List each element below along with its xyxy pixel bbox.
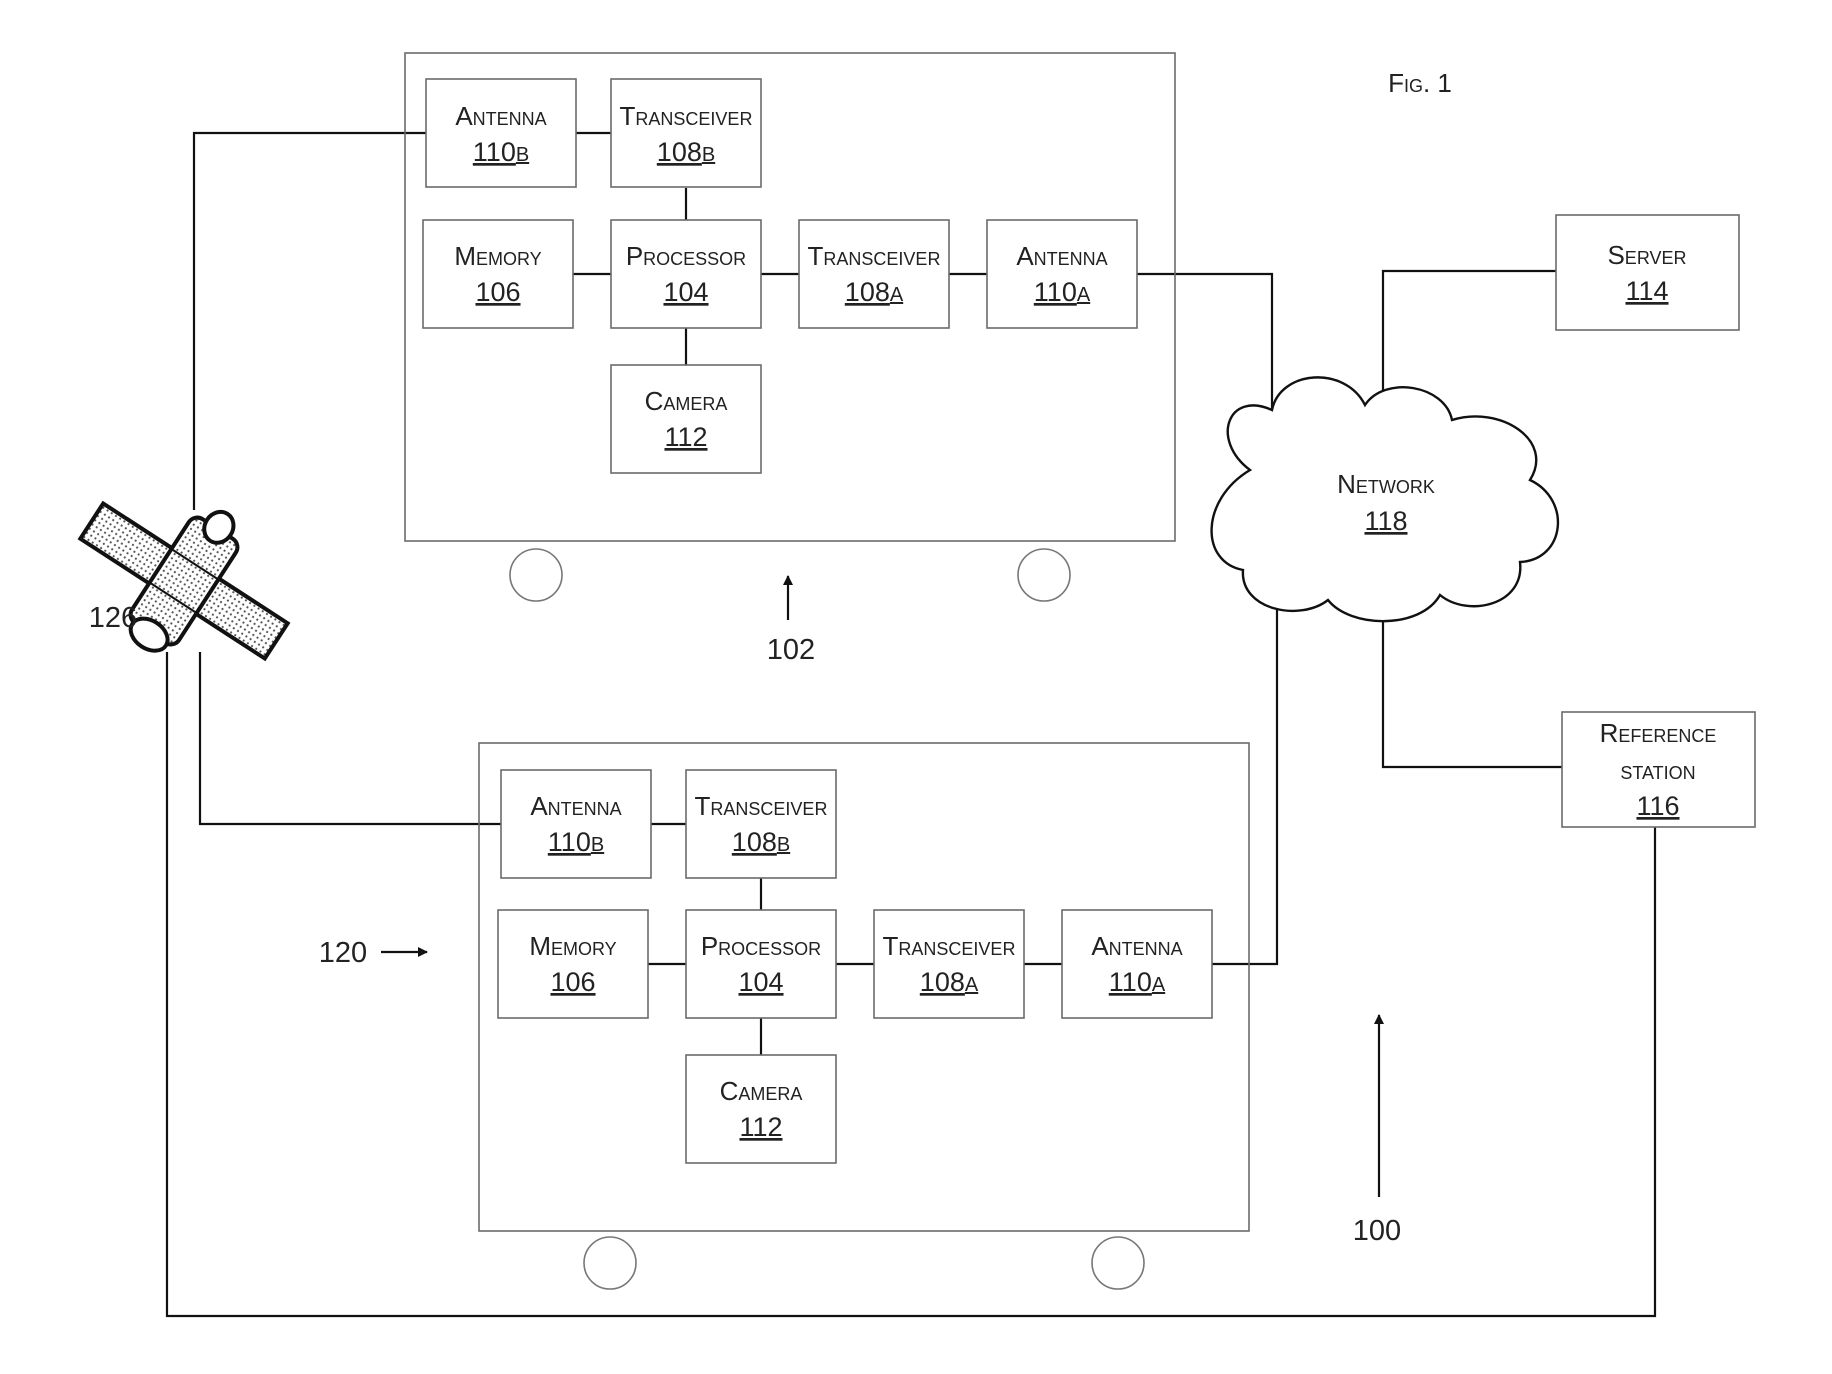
vehicle-102-antenna-110b: Antenna 110B bbox=[425, 78, 577, 188]
component-ref: 108B bbox=[657, 137, 715, 167]
figure-label: Fig. 1 bbox=[1388, 68, 1452, 98]
vehicle-120-body bbox=[478, 742, 1250, 1232]
component-ref: 110A bbox=[1034, 277, 1091, 307]
component-name: Transceiver bbox=[620, 101, 753, 131]
network-name: Network bbox=[1337, 469, 1435, 499]
component-name: Antenna bbox=[530, 791, 621, 821]
component-ref: 110B bbox=[473, 137, 529, 167]
component-name: Antenna bbox=[1091, 931, 1182, 961]
vehicle-120-memory-106: Memory 106 bbox=[497, 909, 649, 1019]
component-ref: 112 bbox=[739, 1112, 782, 1142]
vehicle-120: Antenna 110B Transceiver 108B Memory 106… bbox=[319, 742, 1250, 1290]
component-ref: 108A bbox=[845, 277, 904, 307]
component-name: Antenna bbox=[455, 101, 546, 131]
component-name: Transceiver bbox=[883, 931, 1016, 961]
component-name: Memory bbox=[529, 931, 616, 961]
satellite-ref-label: 126 bbox=[89, 602, 137, 634]
reference-station-name-line2: station bbox=[1620, 755, 1695, 785]
component-name: Antenna bbox=[1016, 241, 1107, 271]
reference-station-ref: 116 bbox=[1636, 791, 1679, 821]
component-ref: 106 bbox=[550, 967, 595, 997]
vehicle-102-transceiver-108b: Transceiver 108B bbox=[610, 78, 762, 188]
vehicle-102-memory-106: Memory 106 bbox=[422, 219, 574, 329]
component-name: Camera bbox=[720, 1076, 803, 1106]
system-ref-label: 100 bbox=[1353, 1215, 1401, 1247]
vehicle-120-wheel-left bbox=[583, 1236, 637, 1290]
component-ref: 108B bbox=[732, 827, 790, 857]
vehicle-102-ref-label: 102 bbox=[767, 634, 815, 666]
reference-station-name-line1: Reference bbox=[1600, 718, 1717, 748]
satellite-icon bbox=[77, 500, 291, 662]
network-cloud-icon bbox=[1210, 376, 1560, 623]
vehicle-102: Antenna 110B Transceiver 108B Memory 106… bbox=[404, 52, 1176, 666]
reference-station-116: Reference station 116 bbox=[1561, 711, 1756, 828]
satellite-126: 126 bbox=[77, 500, 291, 662]
vehicle-120-antenna-110b: Antenna 110B bbox=[500, 769, 652, 879]
network-118: Network 118 bbox=[1210, 376, 1560, 623]
vehicle-102-transceiver-108a: Transceiver 108A bbox=[798, 219, 950, 329]
component-ref: 104 bbox=[663, 277, 708, 307]
component-name: Transceiver bbox=[695, 791, 828, 821]
server-114: Server 114 bbox=[1555, 214, 1740, 331]
component-name: Memory bbox=[454, 241, 541, 271]
vehicle-102-antenna-110a: Antenna 110A bbox=[986, 219, 1138, 329]
vehicle-102-wheel-right bbox=[1017, 548, 1071, 602]
component-ref: 108A bbox=[920, 967, 979, 997]
vehicle-120-antenna-110a: Antenna 110A bbox=[1061, 909, 1213, 1019]
vehicle-120-camera-112: Camera 112 bbox=[685, 1054, 837, 1164]
server-ref: 114 bbox=[1625, 276, 1668, 306]
component-ref: 112 bbox=[664, 422, 707, 452]
component-name: Processor bbox=[701, 931, 821, 961]
component-ref: 110B bbox=[548, 827, 604, 857]
server-name: Server bbox=[1607, 240, 1686, 270]
component-ref: 104 bbox=[738, 967, 783, 997]
vehicle-120-transceiver-108b: Transceiver 108B bbox=[685, 769, 837, 879]
vehicle-102-wheel-left bbox=[509, 548, 563, 602]
component-ref: 110A bbox=[1109, 967, 1166, 997]
component-name: Camera bbox=[645, 386, 728, 416]
connection-wires bbox=[165, 131, 1657, 1318]
vehicle-102-camera-112: Camera 112 bbox=[610, 364, 762, 474]
vehicle-120-ref-label: 120 bbox=[319, 937, 367, 969]
system-100: 100 bbox=[1353, 1014, 1401, 1247]
component-ref: 106 bbox=[475, 277, 520, 307]
vehicle-102-body bbox=[404, 52, 1176, 542]
vehicle-102-processor-104: Processor 104 bbox=[610, 219, 762, 329]
component-name: Transceiver bbox=[808, 241, 941, 271]
vehicle-120-wheel-right bbox=[1091, 1236, 1145, 1290]
network-ref: 118 bbox=[1364, 506, 1407, 536]
component-name: Processor bbox=[626, 241, 746, 271]
vehicle-120-processor-104: Processor 104 bbox=[685, 909, 837, 1019]
vehicle-120-transceiver-108a: Transceiver 108A bbox=[873, 909, 1025, 1019]
